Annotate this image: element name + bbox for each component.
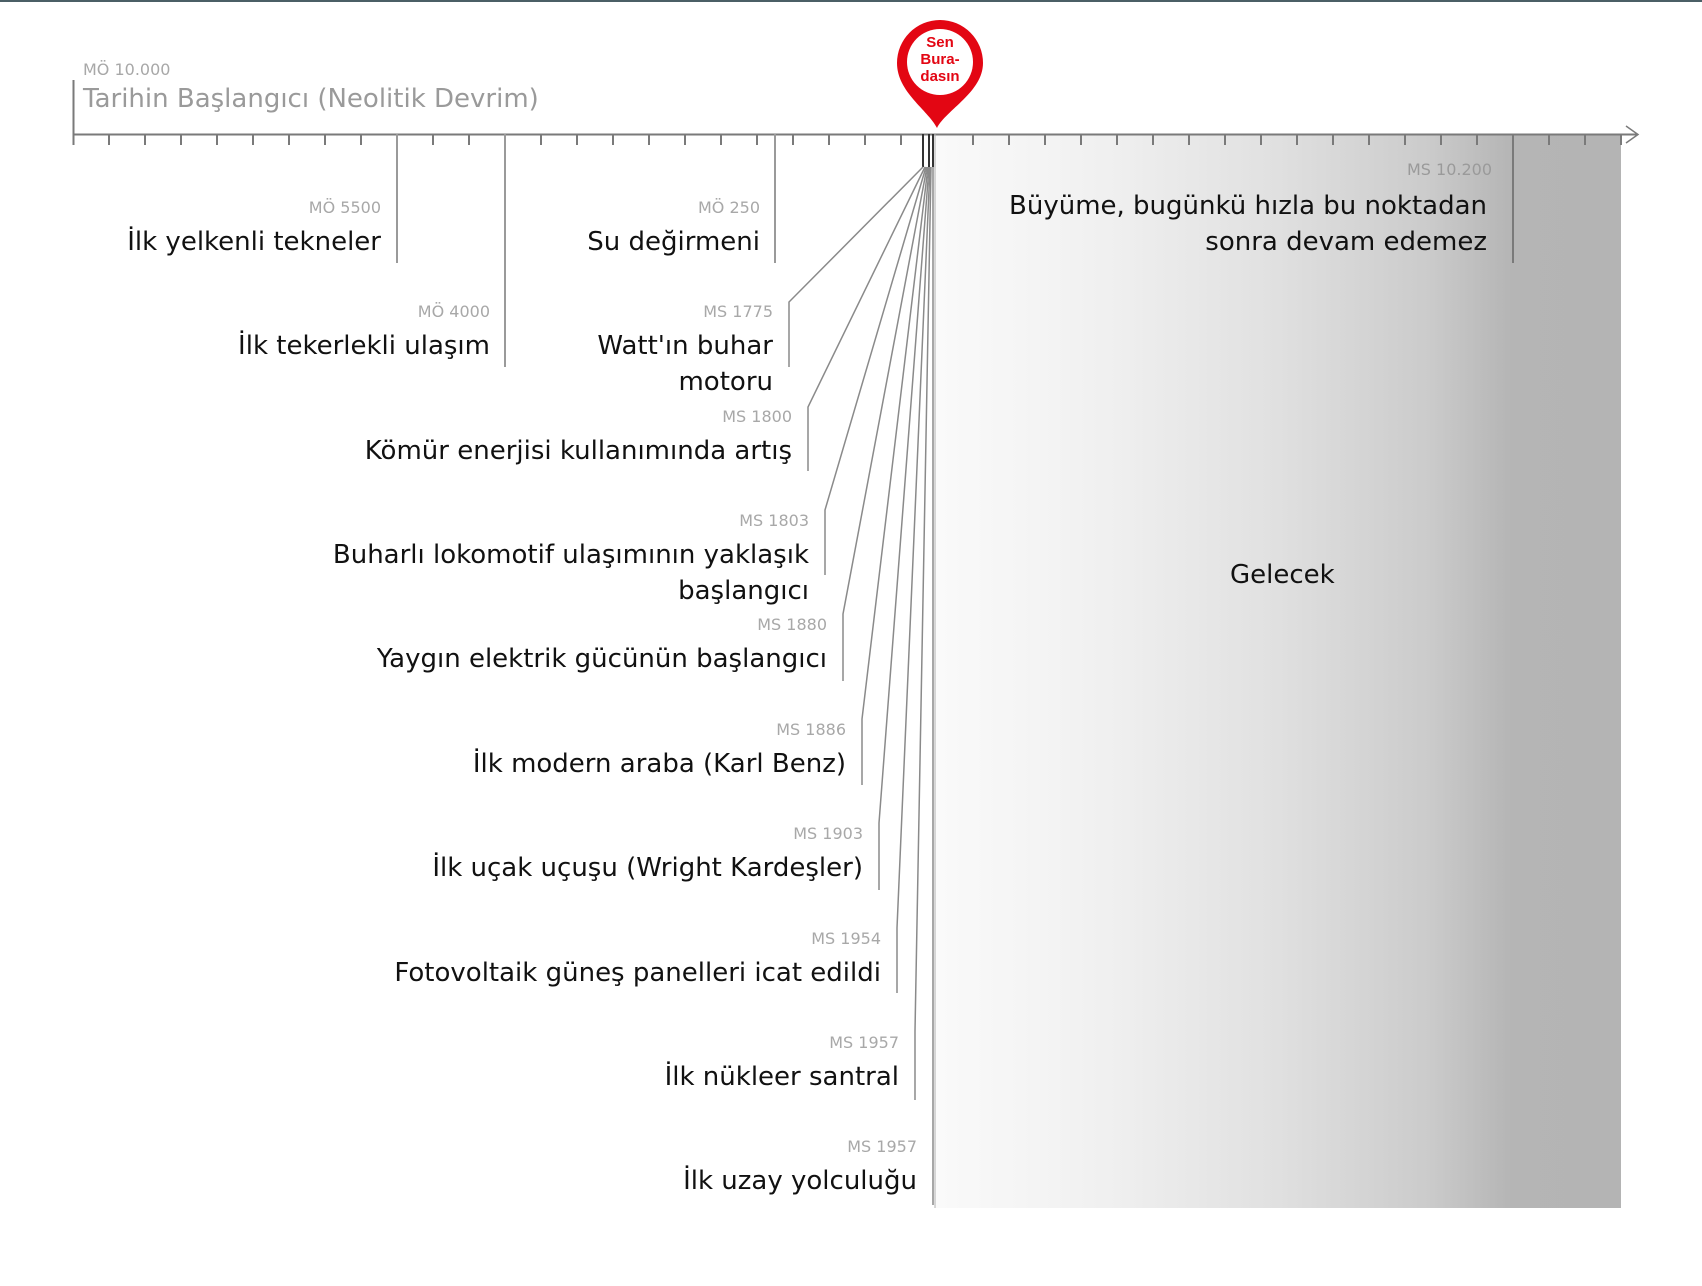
event-label: Fotovoltaik güneş panelleri icat edildi (394, 958, 881, 988)
event-date: MS 1803 (739, 511, 809, 530)
event-label-line2: başlangıcı (678, 576, 809, 606)
event-date: MÖ 5500 (308, 198, 381, 217)
event-label: Buharlı lokomotif ulaşımının yaklaşık ba… (333, 537, 809, 609)
marker-text-line1: Sen (926, 34, 954, 51)
event-label: Su değirmeni (587, 227, 760, 257)
event-date: MÖ 250 (697, 198, 760, 217)
event-label: İlk yelkenli tekneler (127, 227, 381, 257)
future-label: Gelecek (1230, 560, 1335, 590)
event-date: MS 1775 (703, 302, 773, 321)
event-label: İlk uzay yolculuğu (683, 1166, 917, 1196)
future-limit-date: MS 10.200 (1406, 160, 1492, 179)
future-limit-line2: sonra devam edemez (1205, 227, 1487, 257)
event-date: MS 1880 (757, 615, 827, 634)
event-label: İlk modern araba (Karl Benz) (472, 749, 846, 779)
event-date: MÖ 4000 (417, 302, 490, 321)
event-date: MS 1957 (847, 1137, 917, 1156)
marker-text-line2: Bura- (920, 51, 960, 68)
future-limit-label: Büyüme, bugünkü hızla bu noktadan sonra … (1009, 188, 1487, 260)
modern-event-connectors (788, 166, 934, 1205)
start-label: Tarihin Başlangıcı (Neolitik Devrim) (83, 84, 539, 114)
event-label: Kömür enerjisi kullanımında artış (364, 436, 792, 466)
top-border (0, 0, 1702, 2)
future-region (935, 135, 1621, 1208)
future-limit-line1: Büyüme, bugünkü hızla bu noktadan (1009, 191, 1487, 221)
event-label-line1: Watt'ın buhar (597, 331, 773, 361)
event-label-line1: Buharlı lokomotif ulaşımının yaklaşık (332, 540, 809, 570)
axis-arrow-icon (1625, 125, 1640, 144)
event-label: Yaygın elektrik gücünün başlangıcı (376, 644, 827, 674)
start-date: MÖ 10.000 (83, 60, 171, 79)
event-date: MS 1903 (793, 824, 863, 843)
event-label: İlk uçak uçuşu (Wright Kardeşler) (432, 853, 863, 883)
you-are-here-marker: Sen Bura- dasın (906, 34, 974, 85)
event-date: MS 1957 (829, 1033, 899, 1052)
present-junction (922, 134, 934, 167)
event-date: MS 1886 (776, 720, 846, 739)
axis-ticks (108, 134, 1622, 145)
event-label: Watt'ın buhar motoru (597, 328, 773, 400)
event-date: MS 1800 (722, 407, 792, 426)
event-label-line2: motoru (678, 367, 773, 397)
event-date: MS 1954 (811, 929, 881, 948)
event-label: İlk nükleer santral (664, 1062, 899, 1092)
marker-text-line3: dasın (920, 68, 960, 85)
event-label: İlk tekerlekli ulaşım (238, 331, 490, 361)
